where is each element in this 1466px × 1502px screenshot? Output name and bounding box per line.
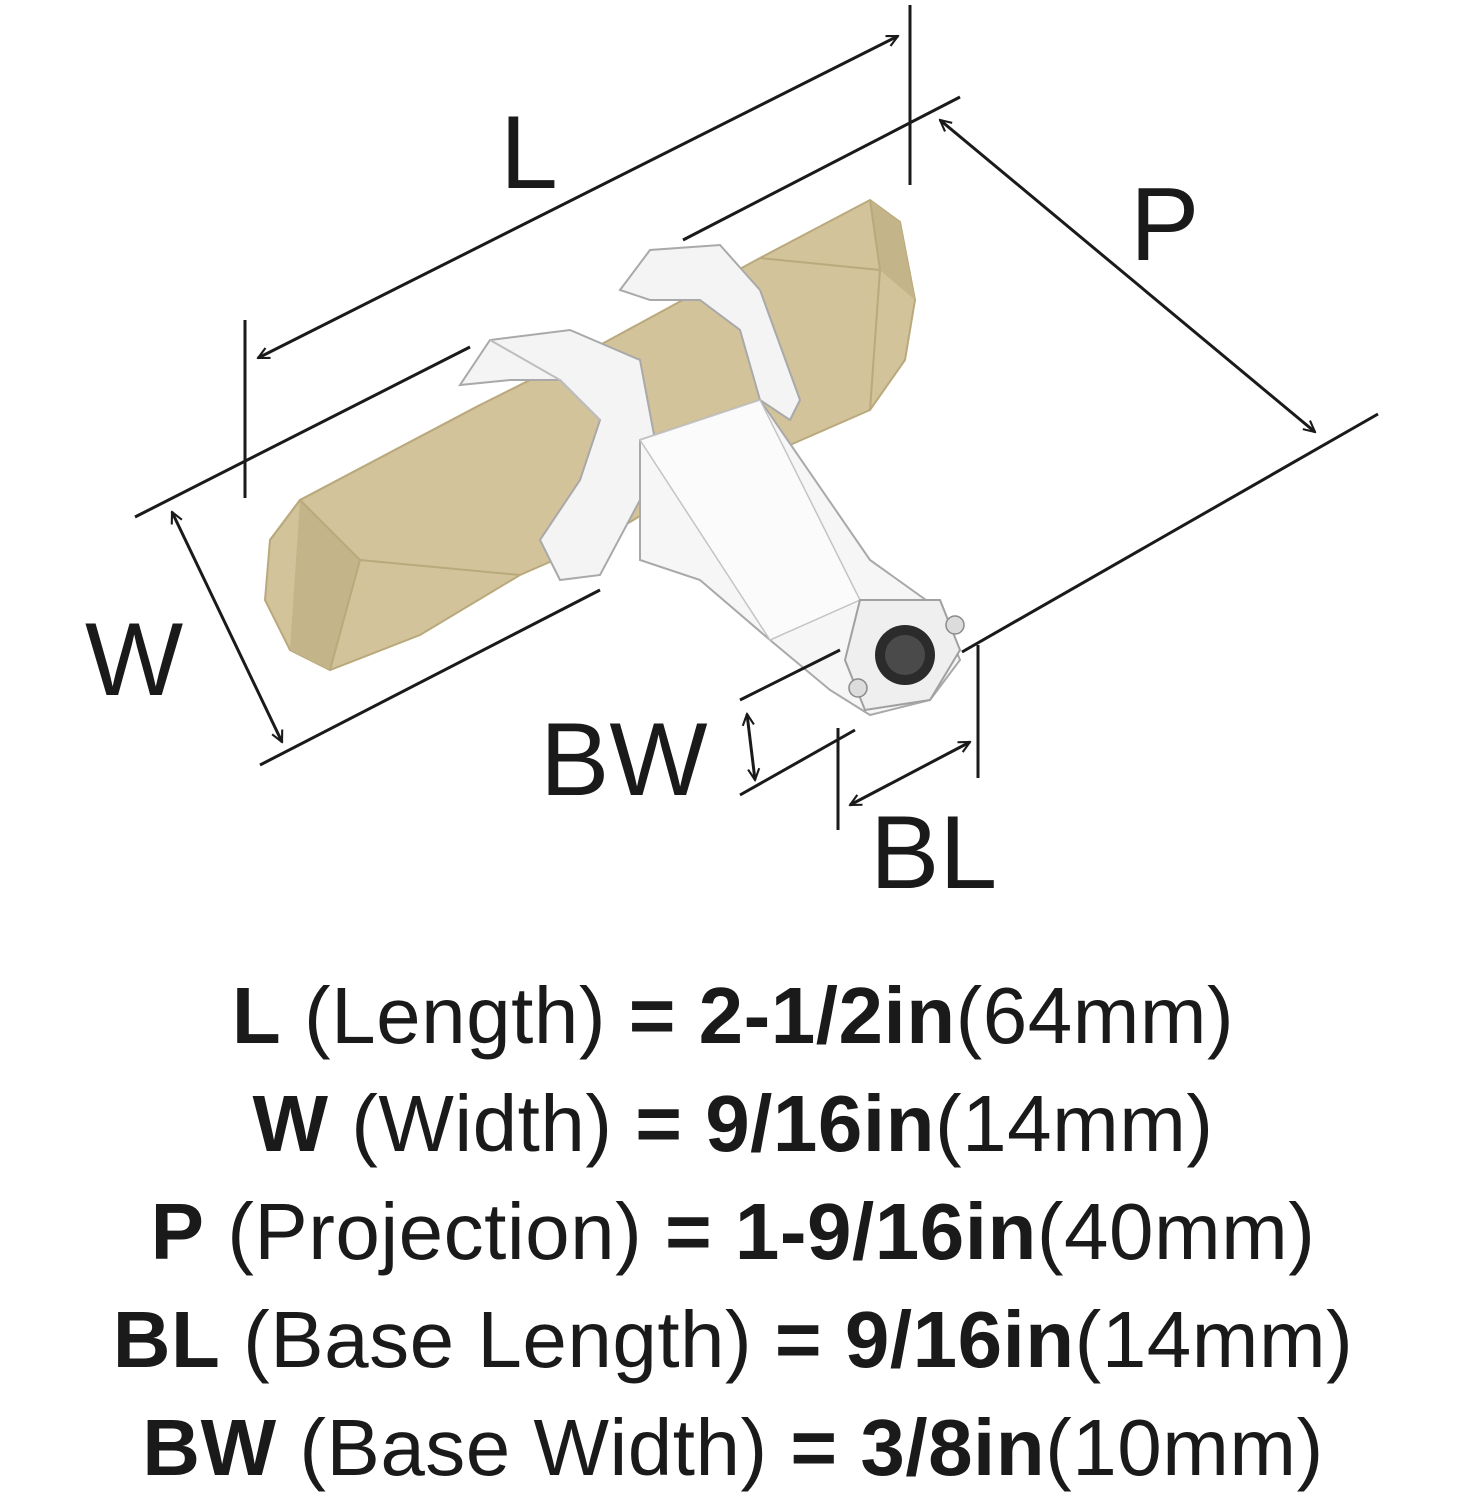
base-pin-right (945, 615, 965, 635)
chrome-stem (638, 398, 965, 717)
spec-code: L (231, 971, 282, 1060)
projection-label: P (1130, 167, 1199, 283)
knob-dimension-diagram: L P W BW BL (85, 5, 1379, 911)
spec-metric: (14mm) (934, 1079, 1214, 1168)
spec-code: P (150, 1187, 205, 1276)
spec-metric: (10mm) (1045, 1403, 1324, 1492)
base-length-label: BL (870, 795, 997, 911)
base-width-dimension-line (747, 714, 755, 780)
spec-equals: = (774, 1295, 823, 1384)
spec-row-base-width: BW (Base Width) = 3/8in(10mm) (0, 1394, 1466, 1502)
spec-imperial: 9/16in (844, 1295, 1075, 1384)
length-dimension-line (258, 34, 898, 360)
spec-name: (Width) (351, 1079, 613, 1168)
spec-row-projection: P (Projection) = 1-9/16in(40mm) (0, 1178, 1466, 1286)
length-label: L (500, 95, 558, 211)
dimension-specs-list: L (Length) = 2-1/2in(64mm) W (Width) = 9… (0, 962, 1466, 1502)
projection-dimension-line (940, 120, 1315, 432)
base-length-dimension-line (850, 740, 970, 807)
dimension-lines (134, 5, 1379, 830)
spec-name: (Length) (303, 971, 606, 1060)
spec-metric: (64mm) (955, 971, 1235, 1060)
spec-row-base-length: BL (Base Length) = 9/16in(14mm) (0, 1286, 1466, 1394)
base-width-extension-top (739, 648, 841, 702)
spec-metric: (40mm) (1036, 1187, 1316, 1276)
spec-imperial: 1-9/16in (734, 1187, 1037, 1276)
base-width-extension-bottom (739, 728, 856, 797)
projection-extension-bottom (961, 412, 1379, 654)
projection-extension-top (682, 95, 961, 242)
spec-equals: = (790, 1403, 838, 1492)
spec-imperial: 2-1/2in (698, 971, 956, 1060)
t-bar-knob-illustration (263, 198, 965, 717)
spec-row-length: L (Length) = 2-1/2in(64mm) (0, 962, 1466, 1070)
spec-equals: = (628, 971, 676, 1060)
spec-name: (Projection) (227, 1187, 643, 1276)
width-label: W (85, 602, 183, 718)
spec-equals: = (664, 1187, 713, 1276)
base-width-label: BW (540, 702, 708, 818)
spec-equals: = (635, 1079, 683, 1168)
spec-name: (Base Width) (299, 1403, 768, 1492)
spec-imperial: 9/16in (705, 1079, 935, 1168)
spec-code: BL (112, 1295, 221, 1384)
spec-row-width: W (Width) = 9/16in(14mm) (0, 1070, 1466, 1178)
spec-code: BW (142, 1403, 277, 1492)
base-pin-left (848, 678, 868, 698)
width-extension-bottom (259, 588, 601, 767)
spec-metric: (14mm) (1074, 1295, 1354, 1384)
width-extension-top (134, 345, 471, 519)
width-dimension-line (170, 512, 284, 742)
spec-name: (Base Length) (243, 1295, 753, 1384)
spec-code: W (252, 1079, 329, 1168)
spec-imperial: 3/8in (860, 1403, 1046, 1492)
